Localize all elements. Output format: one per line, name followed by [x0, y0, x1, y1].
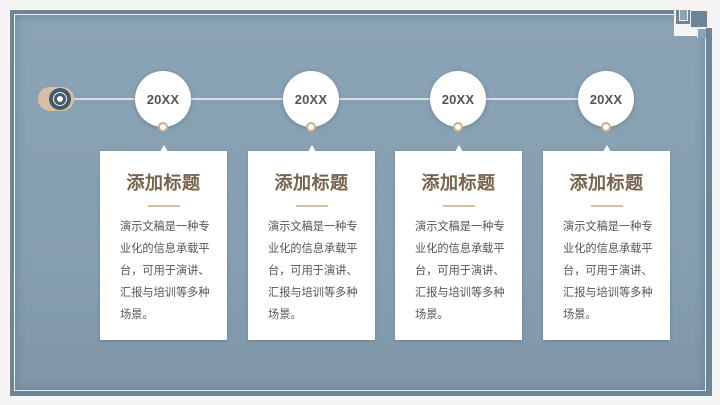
card-divider: [147, 205, 180, 207]
corner-decoration-notch: [679, 10, 688, 21]
card-body: 演示文稿是一种专业化的信息承载平台，可用于演讲、汇报与培训等多种场景。: [268, 220, 358, 321]
card-body: 演示文稿是一种专业化的信息承载平台，可用于演讲、汇报与培训等多种场景。: [415, 220, 505, 321]
card-pointer: [454, 145, 463, 152]
content-card-1: 添加标题 演示文稿是一种专业化的信息承载平台，可用于演讲、汇报与培训等多种场景。: [100, 145, 227, 340]
target-icon-core: [57, 96, 63, 102]
card-divider: [295, 205, 328, 207]
card-pointer: [307, 145, 316, 152]
node-year: 20XX: [441, 91, 475, 107]
node-connector-dot: [601, 122, 611, 132]
card-title: 添加标题: [126, 173, 201, 194]
content-card-2: 添加标题 演示文稿是一种专业化的信息承载平台，可用于演讲、汇报与培训等多种场景。: [248, 145, 375, 340]
timeline-line: [70, 98, 630, 100]
timeline-node-1: 20XX: [135, 71, 191, 127]
card-body: 演示文稿是一种专业化的信息承载平台，可用于演讲、汇报与培训等多种场景。: [563, 220, 653, 321]
content-card-3: 添加标题 演示文稿是一种专业化的信息承载平台，可用于演讲、汇报与培训等多种场景。: [395, 145, 522, 340]
timeline-node-2: 20XX: [283, 71, 339, 127]
content-card-4: 添加标题 演示文稿是一种专业化的信息承载平台，可用于演讲、汇报与培训等多种场景。: [543, 145, 670, 340]
corner-decoration-notch: [697, 28, 706, 38]
node-connector-dot: [453, 122, 463, 132]
corner-decoration-square: [690, 10, 708, 28]
node-year: 20XX: [589, 91, 623, 107]
card-pointer: [159, 145, 168, 152]
card-divider: [442, 205, 475, 207]
node-year: 20XX: [294, 91, 328, 107]
timeline-node-3: 20XX: [430, 71, 486, 127]
node-connector-dot: [306, 122, 316, 132]
card-pointer: [602, 145, 611, 152]
card-body: 演示文稿是一种专业化的信息承载平台，可用于演讲、汇报与培训等多种场景。: [120, 220, 210, 321]
corner-decoration-block: [700, 28, 712, 38]
node-year: 20XX: [146, 91, 180, 107]
card-title: 添加标题: [274, 173, 349, 194]
card-title: 添加标题: [421, 173, 496, 194]
card-divider: [590, 205, 623, 207]
target-icon-ring: [53, 92, 67, 106]
card-title: 添加标题: [569, 173, 644, 194]
timeline-node-4: 20XX: [578, 71, 634, 127]
node-connector-dot: [158, 122, 168, 132]
